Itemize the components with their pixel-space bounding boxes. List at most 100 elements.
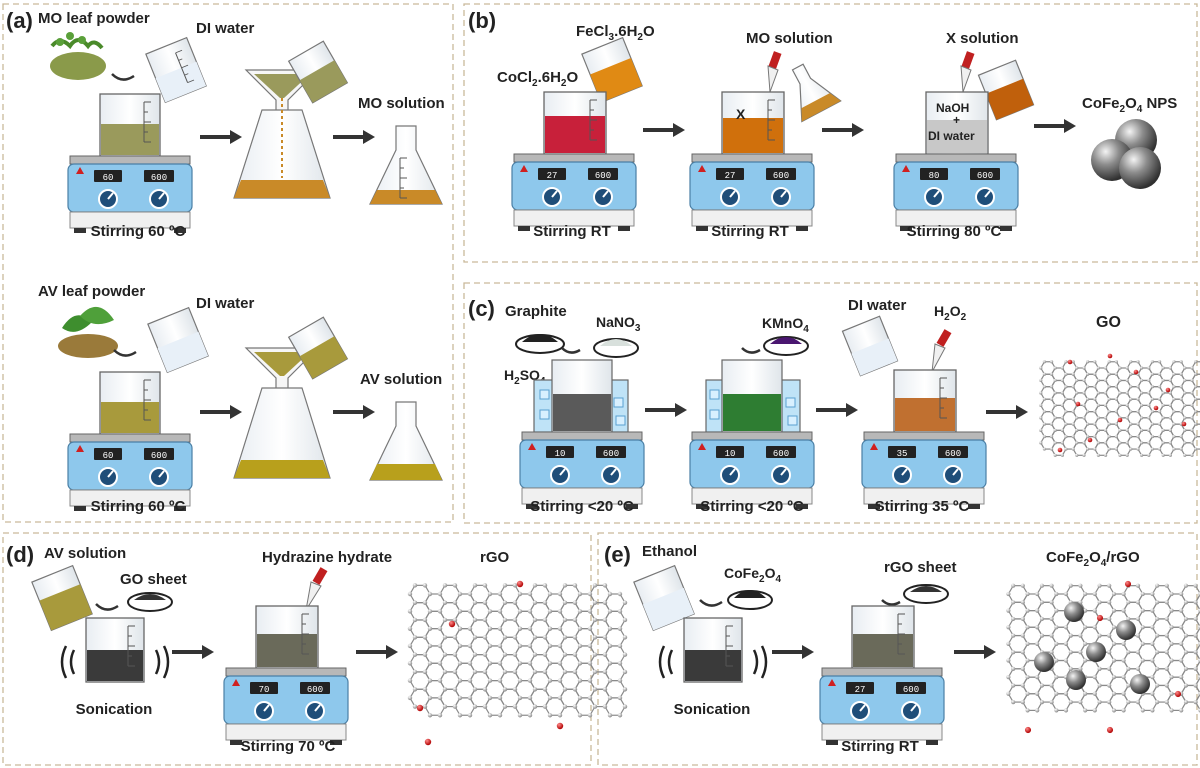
- hotplate-c1-temp: 10: [555, 449, 566, 459]
- arrow-a4: [331, 403, 377, 421]
- di-water-beaker-icon-bottom: [147, 306, 209, 374]
- stirring-label-b2: Stirring RT: [711, 223, 789, 240]
- hotplate-c2-speed: 600: [773, 449, 789, 459]
- panel-c: (c) Graphite NaNO3 H2SO4 10 600 Stirring…: [468, 296, 1200, 515]
- go-lattice-icon: [1039, 353, 1200, 457]
- h2o2-beaker: [893, 369, 957, 433]
- hotplate-c3: 35 600: [861, 431, 987, 510]
- ethanol-label: Ethanol: [642, 543, 697, 560]
- rgo-lattice-icon: [407, 580, 628, 746]
- hotplate-b1-speed: 600: [595, 171, 611, 181]
- av-solution-label: AV solution: [360, 371, 442, 388]
- sonication-label-d: Sonication: [76, 701, 153, 718]
- stirring-label-c1: Stirring <20 ºC: [530, 498, 634, 515]
- panel-a: (a) MO leaf powder DI water 60 600 Stirr…: [6, 8, 445, 515]
- mo-leaf-powder-label: MO leaf powder: [38, 10, 150, 27]
- rgo-label: rGO: [480, 549, 510, 566]
- panel-c-frame: [463, 282, 1198, 524]
- stirring-label-c2: Stirring <20 ºC: [700, 498, 804, 515]
- hydrazine-beaker: [255, 605, 319, 669]
- arrow-b2: [820, 121, 866, 139]
- di-water-label-top: DI water: [196, 20, 255, 37]
- hotplate-a2-temp: 60: [103, 451, 114, 461]
- panel-d-label: (d): [6, 542, 34, 567]
- arrow-a1: [198, 128, 244, 146]
- nano3-label: NaNO3: [596, 314, 641, 334]
- panel-b: (b) FeCl3.6H2O CoCl2.6H2O 27 600 Stirrin…: [468, 8, 1177, 240]
- arrow-d1: [170, 643, 216, 661]
- hotplate-c3-temp: 35: [897, 449, 908, 459]
- kmno4-dish-icon: [763, 336, 809, 356]
- plus-label: +: [953, 113, 960, 127]
- panel-e-label: (e): [604, 542, 631, 567]
- av-solution-beaker-icon-d: [31, 564, 93, 632]
- cocl2-label: CoCl2.6H2O: [497, 69, 578, 89]
- stirring-label-b3: Stirring 80 ºC: [907, 223, 1002, 240]
- mo-solution-label: MO solution: [358, 95, 445, 112]
- hotplate-a1: 60 600: [67, 155, 193, 234]
- x-marker: X: [736, 106, 746, 122]
- panel-d: (d) AV solution GO sheet Sonication Hydr…: [6, 542, 628, 755]
- hydrazine-dropper-icon: [305, 567, 328, 611]
- cocl2-beaker: [543, 91, 607, 155]
- stirring-label-d1: Stirring 70 ºC: [241, 738, 336, 755]
- sonication-waves-icon-e: [658, 645, 768, 679]
- go-sheet-dish-icon: [127, 592, 173, 612]
- stirring-label-e1: Stirring RT: [841, 738, 919, 755]
- x-mixing-beaker: X: [721, 91, 785, 155]
- ice-bath-c1: [533, 359, 629, 433]
- di-water-beaker-icon-c: [841, 315, 899, 377]
- pouring-beaker-a2: [287, 316, 349, 380]
- hotplate-c3-speed: 600: [945, 449, 961, 459]
- arrow-a3: [198, 403, 244, 421]
- stirring-label-b1: Stirring RT: [533, 223, 611, 240]
- cofe2o4-nps-label: CoFe2O4 NPS: [1082, 95, 1177, 115]
- panel-b-label: (b): [468, 8, 496, 33]
- stirring-label-c3: Stirring 35 ºC: [875, 498, 970, 515]
- naoh-beaker: NaOH + DI water: [925, 91, 989, 155]
- av-leaf-powder-label: AV leaf powder: [38, 283, 145, 300]
- fecl3-label: FeCl3.6H2O: [576, 23, 655, 43]
- hydrazine-label: Hydrazine hydrate: [262, 549, 392, 566]
- hotplate-a2-speed: 600: [151, 451, 167, 461]
- panel-a-label: (a): [6, 8, 33, 33]
- av-leaf-powder-icon: [58, 306, 118, 358]
- mo-solution-flask: [369, 125, 443, 205]
- arrow-c1: [643, 401, 689, 419]
- hotplate-b1: 27 600: [511, 153, 637, 232]
- hotplate-d1-speed: 600: [307, 685, 323, 695]
- go-label: GO: [1096, 314, 1121, 331]
- cofe2o4-label-e: CoFe2O4: [724, 565, 781, 585]
- h2o2-dropper-icon: [931, 329, 952, 373]
- ice-bath-c2: [705, 359, 801, 433]
- graphite-dish-icon: [515, 334, 565, 354]
- cofe2o4-nanoparticles-icon: [1091, 119, 1161, 189]
- hotplate-a1-temp: 60: [103, 173, 114, 183]
- arrow-c3: [984, 403, 1030, 421]
- di-water-label-c: DI water: [848, 297, 907, 314]
- hotplate-a1-speed: 600: [151, 173, 167, 183]
- ethanol-beaker-icon: [633, 564, 695, 632]
- arrow-e1: [770, 643, 816, 661]
- dropper-b2: [960, 51, 975, 93]
- arrow-d2: [354, 643, 400, 661]
- stirring-label-a1: Stirring 60 ºC: [91, 223, 186, 240]
- kmno4-label: KMnO4: [762, 315, 809, 335]
- mo-mixing-beaker: [99, 93, 161, 157]
- go-sheet-label: GO sheet: [120, 571, 187, 588]
- hotplate-e1-speed: 600: [903, 685, 919, 695]
- naoh-label: NaOH: [936, 101, 969, 115]
- di-water-label-b: DI water: [928, 129, 975, 143]
- rgo-sheet-label: rGO sheet: [884, 559, 957, 576]
- x-solution-label: X solution: [946, 30, 1019, 47]
- cofe2o4-dish-icon: [727, 590, 773, 610]
- panel-a-frame: [2, 3, 454, 523]
- fecl3-beaker-icon: [581, 36, 643, 104]
- hotplate-d1: 70 600: [223, 667, 349, 746]
- panel-b-frame: [463, 3, 1198, 263]
- hotplate-c1: 10 600: [519, 431, 645, 510]
- mo-solution-label-b: MO solution: [746, 30, 833, 47]
- av-solution-flask: [369, 401, 443, 481]
- hotplate-b3: 80 600: [893, 153, 1019, 232]
